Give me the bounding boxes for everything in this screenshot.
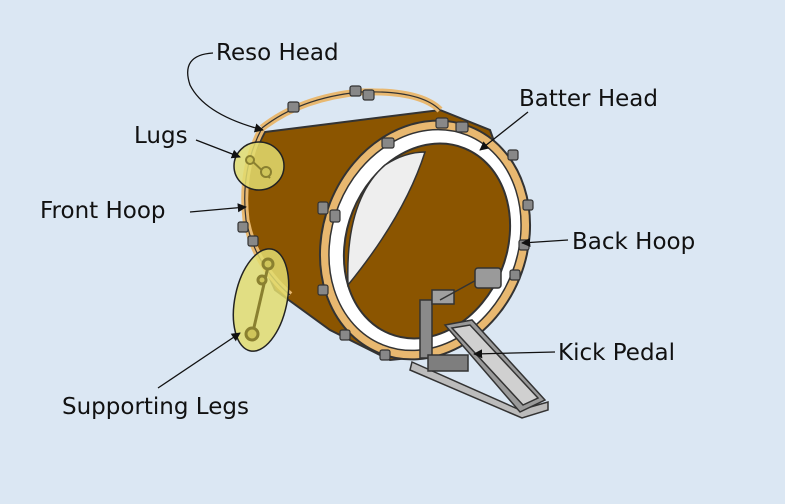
lug-highlight: [233, 141, 285, 191]
label-back-hoop: Back Hoop: [572, 229, 695, 255]
label-batter-head: Batter Head: [519, 86, 658, 112]
label-reso-head: Reso Head: [216, 40, 339, 66]
leg-icon: [244, 257, 275, 342]
arrow-supporting-legs: [157, 332, 241, 389]
arrow-front-hoop: [189, 203, 247, 213]
lug-icon: [245, 155, 272, 179]
arrow-lugs: [195, 139, 241, 159]
head-reflection: [347, 151, 427, 288]
arrow-back-hoop: [521, 237, 569, 248]
kick-pedal: [409, 267, 549, 419]
arrow-reso-head: [187, 52, 264, 133]
label-lugs: Lugs: [134, 123, 188, 149]
label-kick-pedal: Kick Pedal: [558, 340, 675, 366]
arrow-batter-head: [479, 111, 529, 151]
front-hoop-lugs: [237, 85, 375, 247]
leader-lines: [157, 52, 569, 389]
label-front-hoop: Front Hoop: [40, 198, 166, 224]
arrow-kick-pedal: [473, 349, 556, 359]
label-supporting-legs: Supporting Legs: [62, 394, 249, 420]
